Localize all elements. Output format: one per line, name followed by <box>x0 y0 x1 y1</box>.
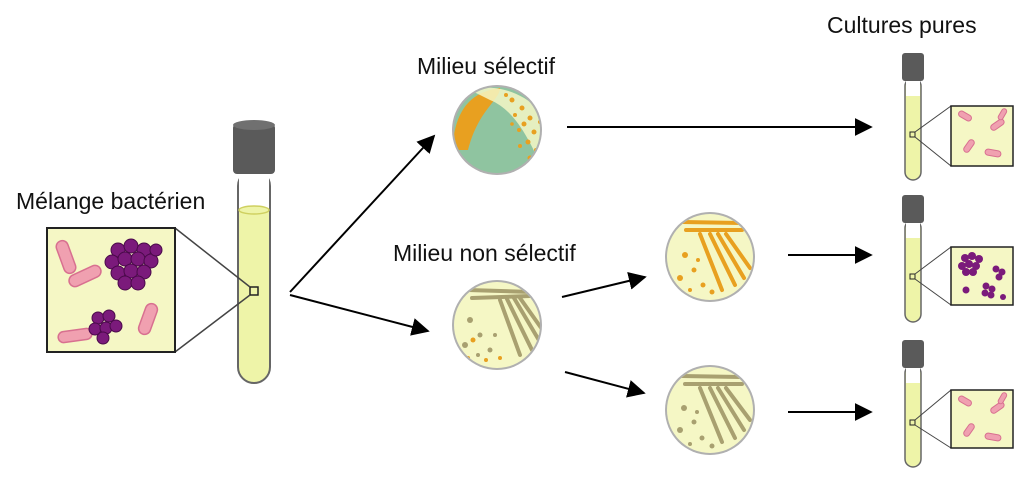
mixture-magnifier-box-icon <box>46 227 176 353</box>
pure-culture-tube-1 <box>902 53 1014 181</box>
arrow-icon <box>289 134 436 293</box>
pure-culture-tube-2 <box>902 195 1014 323</box>
main-test-tube-icon <box>233 120 275 384</box>
selective-petri-dish-icon <box>452 85 542 175</box>
non-selective-medium-label: Milieu non sélectif <box>393 240 576 266</box>
mixture-label: Mélange bactérien <box>16 188 206 214</box>
orange-isolate-petri-dish-icon <box>665 212 755 302</box>
non-selective-petri-dish-icon <box>452 280 542 370</box>
arrow-icon <box>561 272 647 298</box>
selective-medium-label: Milieu sélectif <box>417 53 556 79</box>
arrow-icon <box>289 294 430 336</box>
arrows <box>289 118 873 421</box>
bacteria-cocci-icon <box>88 238 163 345</box>
bacteria-bacilli-icon <box>55 239 159 344</box>
olive-isolate-petri-dish-icon <box>665 365 755 455</box>
pure-cultures-label: Cultures pures <box>827 12 977 38</box>
arrow-icon <box>564 371 646 398</box>
pure-culture-tube-3 <box>902 340 1014 468</box>
